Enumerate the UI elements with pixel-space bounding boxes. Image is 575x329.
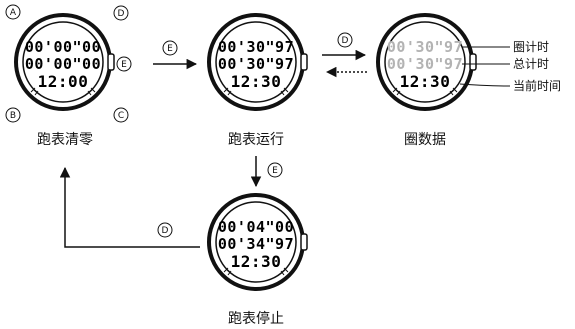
button-d[interactable]: D [113,5,129,21]
watch-reset: 00'00"00 00'00"00 12:00 A D E B C [5,4,132,123]
annotation-total-time: 总计时 [513,57,549,71]
svg-text:A: A [10,8,17,18]
running-clock-time: 12:30 [231,72,282,91]
lap-lap-time: 00'30"97 [387,38,463,56]
arrow-d-label-1: D [342,36,349,46]
reset-clock-time: 12:00 [38,72,89,91]
arrow-stopped-to-reset: D [59,166,200,248]
button-c[interactable]: C [113,107,129,123]
stopped-clock-time: 12:30 [231,252,282,271]
arrow-e-label-1: E [167,44,173,54]
reset-lap-time: 00'00"00 [25,38,101,56]
annotation-leaders [459,46,511,87]
arrow-running-to-lap: D [322,32,367,61]
button-b[interactable]: B [5,107,21,123]
watch-lap: 00'30"97 00'30"97 12:30 [376,13,477,111]
caption-running: 跑表运行 [228,132,284,148]
arrow-d-label-2: D [162,226,169,236]
svg-text:D: D [118,9,125,19]
watch-stopped: 00'04"00 00'34"97 12:30 [207,193,308,291]
watch-running: 00'30"97 00'30"97 12:30 [207,13,308,111]
reset-total-time: 00'00"00 [25,55,101,73]
stopped-total-time: 00'34"97 [218,235,294,253]
arrow-e-label-2: E [272,166,278,176]
arrow-running-to-stopped: E [250,156,283,188]
svg-text:C: C [118,111,124,121]
lap-total-time: 00'30"97 [387,55,463,73]
caption-reset: 跑表清零 [37,132,93,148]
annotation-lap-time: 圈计时 [513,40,549,54]
button-e[interactable]: E [116,56,132,72]
svg-text:E: E [121,60,127,70]
annotation-current-time: 当前时间 [513,78,561,93]
svg-text:B: B [10,111,16,121]
caption-stopped: 跑表停止 [228,310,284,327]
running-lap-time: 00'30"97 [218,38,294,56]
button-a[interactable]: A [5,4,21,20]
arrow-reset-to-running: E [153,40,198,70]
lap-clock-time: 12:30 [400,72,451,91]
caption-lap: 圈数据 [404,132,446,148]
stopped-lap-time: 00'04"00 [218,218,294,236]
running-total-time: 00'30"97 [218,55,294,73]
